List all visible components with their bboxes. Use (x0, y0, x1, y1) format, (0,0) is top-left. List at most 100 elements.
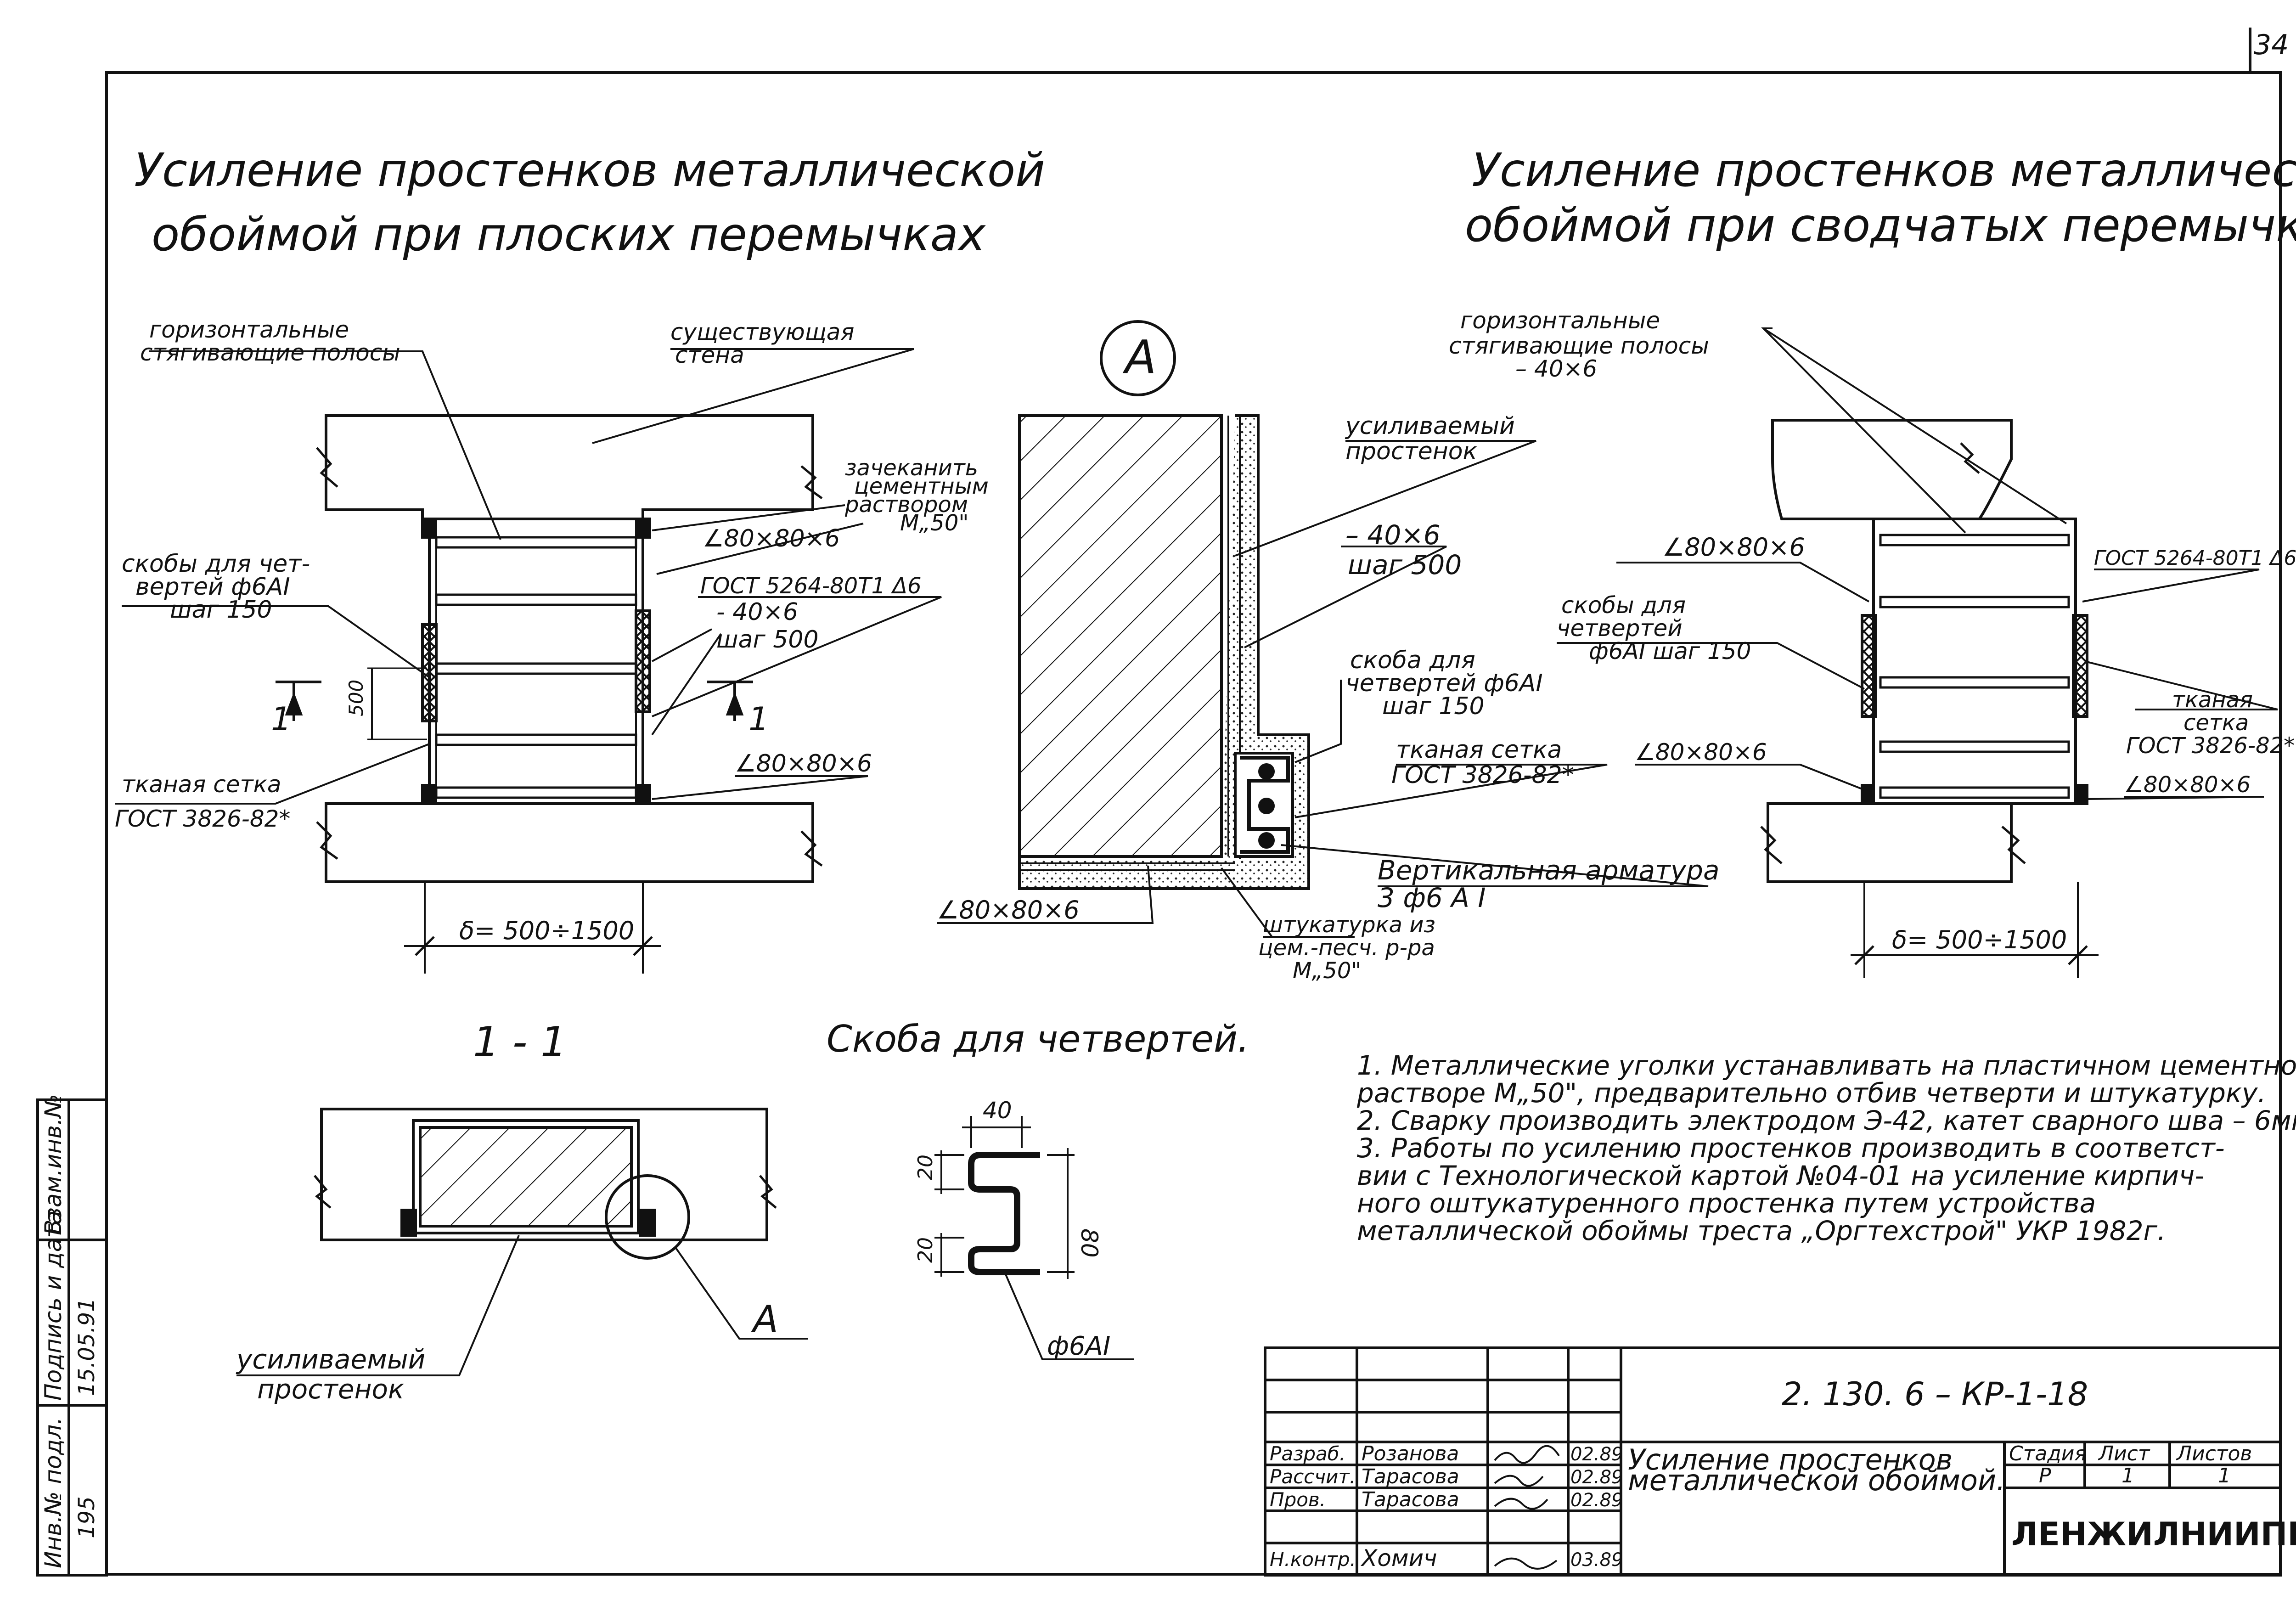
tb-sheet: 1 (2122, 1464, 2134, 1487)
section-pier-1: усиливаемый (236, 1344, 425, 1375)
left-dim-width: δ= 500÷1500 (459, 916, 634, 945)
detail-a-mesh-1: тканая сетка (1396, 736, 1562, 764)
title-left-line-1: Усиление простенков металлической (134, 143, 1045, 197)
bracket-detail (934, 1116, 1134, 1360)
right-label-gost: ГОСТ 5264-80Т1 Δ6 (2094, 546, 2296, 570)
bracket-dim-bottom: 20 (914, 1237, 937, 1263)
note-line-3: 2. Сварку производить электродом Э-42, к… (1357, 1105, 2296, 1136)
left-dim-500: 500 (345, 680, 367, 716)
detail-a (937, 320, 1709, 938)
note-line-2: растворе М„50", предварительно отбив чет… (1356, 1077, 2266, 1109)
section-1-1 (236, 1108, 808, 1376)
page-number: 34 (2254, 29, 2289, 61)
bracket-shape (968, 1152, 1040, 1275)
right-label-angle-top: ∠80×80×6 (1662, 533, 1805, 562)
left-labels: горизонтальные стягивающие полосы сущест… (115, 316, 989, 945)
left-label-brackets-2: вертей ф6АI (135, 573, 290, 601)
tb-row-3-role: Пров. (1270, 1488, 1326, 1511)
signatures (1494, 1445, 1560, 1570)
side-stamp (36, 1098, 108, 1577)
tb-sheets-header: Листов (2176, 1442, 2252, 1465)
left-label-gost: ГОСТ 5264-80Т1 Δ6 (700, 573, 922, 599)
detail-a-bracket-2: четвертей ф6АI (1345, 670, 1543, 697)
stamp-inv-orig: Инв.№ подл. (40, 1417, 67, 1568)
right-label-angle-bl: ∠80×80×6 (1635, 739, 1767, 766)
left-label-wall-2: стена (675, 342, 744, 368)
bracket-dim-height: 80 (1076, 1228, 1103, 1258)
right-labels: горизонтальные стягивающие полосы – 40×6… (1449, 307, 2296, 954)
right-label-strips-2: стягивающие полосы (1449, 332, 1709, 359)
note-line-7: металлической обоймы треста „Оргтехстрой… (1357, 1215, 2166, 1246)
left-label-wall-1: существующая (670, 319, 855, 345)
title-block-text: 2. 130. 6 – КР-1-18 Усиление простенков … (1270, 1375, 2296, 1571)
title-right-line-2: обоймой при сводчатых перемычках. (1465, 198, 2296, 252)
left-section-mark-l: 1 (271, 700, 292, 738)
right-label-mesh-1: тканая (2172, 687, 2253, 713)
tb-row-2-date: 02.89 (1570, 1467, 1623, 1488)
detail-a-angle: ∠80×80×6 (937, 895, 1080, 924)
left-top-break-r (800, 465, 823, 500)
detail-a-strip-2: шаг 500 (1348, 549, 1462, 580)
detail-a-plaster-2: цем.-песч. р-ра (1258, 935, 1435, 961)
detail-a-plaster-1: штукатурка из (1263, 912, 1435, 938)
stamp-inv-value: 195 (74, 1496, 100, 1538)
left-label-strip-1: - 40×6 (716, 598, 798, 626)
right-pier (1872, 518, 2077, 805)
bracket-dim-top: 20 (914, 1155, 937, 1180)
note-line-1: 1. Металлические уголки устанавливать на… (1357, 1050, 2296, 1081)
bracket-dim-width: 40 (983, 1097, 1012, 1124)
tb-doc-number: 2. 130. 6 – КР-1-18 (1782, 1375, 2088, 1413)
right-label-angle-br: ∠80×80×6 (2124, 772, 2251, 798)
left-label-brackets-1: скобы для чет- (122, 550, 310, 578)
tb-stage-header: Стадия (2009, 1442, 2087, 1465)
left-label-strips-2: стягивающие полосы (140, 339, 400, 366)
tb-row-2-role: Рассчит. (1270, 1465, 1356, 1488)
detail-a-circle (1100, 320, 1176, 396)
left-label-angle-top: ∠80×80×6 (703, 525, 840, 552)
right-label-brackets-1: скобы для (1561, 592, 1686, 619)
left-label-angle-bottom: ∠80×80×6 (735, 750, 872, 777)
section-callout: А (751, 1298, 778, 1340)
notes: 1. Металлические уголки устанавливать на… (1356, 1050, 2296, 1246)
tb-title-1: Усиление простенков (1628, 1443, 1953, 1476)
right-dim-width: δ= 500÷1500 (1892, 925, 2067, 954)
left-elevation (115, 348, 942, 974)
left-label-mesh-1: тканая сетка (122, 771, 281, 798)
tb-row-3-date: 02.89 (1570, 1490, 1623, 1511)
section-1-1-labels: 1 - 1 усиливаемый простенок А (236, 1018, 778, 1405)
left-section-mark-r: 1 (748, 700, 769, 738)
stamp-sign-date: Подпись и дата (40, 1211, 67, 1401)
left-label-strip-2: шаг 500 (716, 626, 819, 653)
bracket-labels: Скоба для четвертей. 40 20 20 80 ф6АI (827, 1018, 1249, 1361)
detail-a-rebar-2: 3 ф6 А I (1378, 882, 1486, 913)
tb-stage: Р (2039, 1464, 2051, 1487)
sheet-frame (105, 28, 2282, 1576)
left-bottom-break (316, 821, 338, 860)
left-label-strips-1: горизонтальные (149, 316, 349, 343)
tb-row-3-name: Тарасова (1362, 1488, 1459, 1511)
title-right-line-1: Усиление простенков металлической (1472, 143, 2296, 197)
note-line-4: 3. Работы по усилению простенков произво… (1357, 1132, 2225, 1164)
stamp-date-value: 15.05.91 (74, 1298, 100, 1396)
left-label-caulk-1: зачеканить (845, 455, 978, 481)
note-line-6: ного оштукатуренного простенка путем уст… (1357, 1188, 2096, 1219)
right-label-brackets-2: четвертей (1557, 615, 1683, 642)
left-bottom-slab (325, 802, 814, 883)
title-right: Усиление простенков металлической обоймо… (1465, 143, 2296, 252)
tb-sheets: 1 (2218, 1464, 2231, 1487)
tb-row-5-date: 03.89 (1570, 1549, 1623, 1571)
tb-row-2-name: Тарасова (1362, 1465, 1459, 1488)
left-strips (435, 536, 637, 799)
tb-row-5-role: Н.контр. (1270, 1548, 1356, 1571)
detail-a-bracket-3: шаг 150 (1382, 693, 1485, 720)
detail-a-pier-2: простенок (1345, 438, 1478, 465)
detail-a-strip-1: – 40×6 (1345, 519, 1441, 551)
right-strips (1879, 534, 2070, 799)
bracket-label-bar: ф6АI (1047, 1331, 1110, 1361)
section-pier-2: простенок (257, 1374, 404, 1405)
detail-a-bracket-1: скоба для (1350, 647, 1475, 674)
left-label-caulk-2: цементным (854, 473, 989, 499)
tb-row-5-name: Хомич (1360, 1545, 1437, 1571)
tb-sheet-header: Лист (2098, 1442, 2150, 1465)
